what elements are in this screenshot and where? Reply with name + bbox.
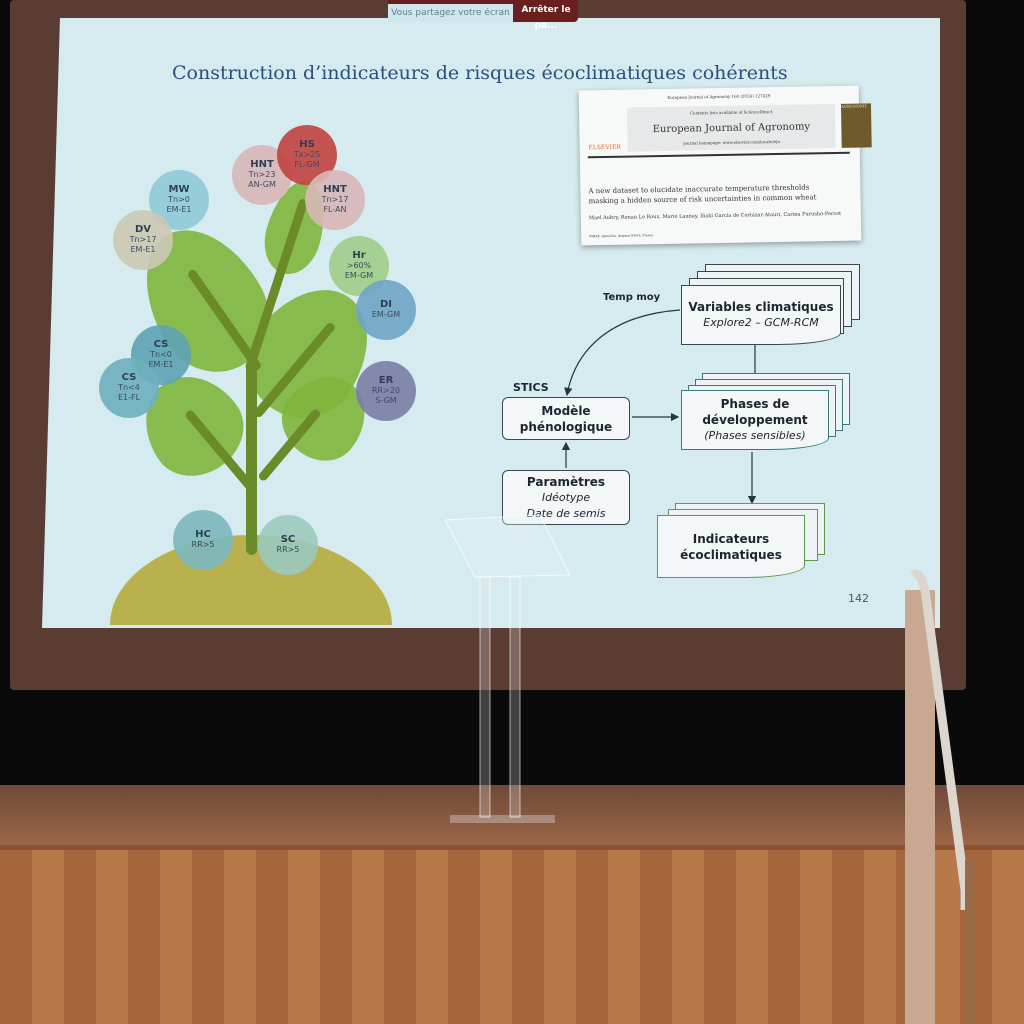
box-subtitle: Explore2 – GCM-RCM (703, 316, 819, 329)
stics-label: STICS (513, 381, 549, 394)
bubble-l2: E1-FL (117, 393, 141, 402)
bubble-code: SC (280, 534, 296, 545)
indicateurs-ecoclimatiques-box: Indicateurs écoclimatiques (657, 515, 805, 578)
bubble-l1: Tn>23 (248, 170, 276, 179)
share-message: Vous partagez votre écran (388, 4, 513, 22)
slide-title: Construction d’indicateurs de risques éc… (172, 62, 788, 84)
box-subtitle: (Phases sensibles) (704, 429, 806, 442)
bubble-code: CS (153, 339, 169, 350)
bubble-code: DV (134, 224, 152, 235)
bubble-l2: FL-GM (294, 160, 320, 169)
bubble-l1: Tn>17 (321, 195, 349, 204)
box-line: Modèle (541, 403, 591, 418)
stop-sharing-button[interactable]: Arrêter le pa... (521, 5, 571, 31)
bubble-code: ER (378, 375, 394, 386)
modele-phenologique-box: Modèle phénologique (502, 397, 630, 440)
box-line: Phases de (720, 397, 790, 411)
phases-developpement-box: Phases de développement (Phases sensible… (681, 390, 829, 450)
box-line: Idéotype (541, 490, 591, 504)
bubble-l1: >60% (346, 261, 372, 270)
bubble-code: HC (195, 529, 211, 540)
bubble-code: Hr (352, 250, 366, 261)
temp-moy-label: Temp moy (603, 292, 661, 303)
bubble-code: DI (379, 299, 393, 310)
bubble-l2: EM-GM (344, 271, 374, 280)
bubble-code: HS (299, 139, 315, 150)
stage-front-panel (0, 850, 1024, 1024)
stem (246, 360, 257, 555)
bubble-l1: RR>5 (276, 545, 300, 554)
bubble-l1: RR>5 (191, 540, 215, 549)
box-line: Indicateurs (692, 531, 770, 546)
box-line: développement (702, 413, 808, 427)
bubble-l1: EM-GM (371, 310, 401, 319)
bubble-code: HNT (323, 184, 347, 195)
bubble-code: MW (168, 184, 190, 195)
bubble-l1: Tn>0 (168, 195, 190, 204)
bubble-l2: EM-E1 (130, 245, 156, 254)
box-line: phénologique (519, 419, 613, 434)
stair-railing (905, 570, 975, 1024)
bubble-l1: Tn<4 (118, 383, 140, 392)
bubble-l2: EM-E1 (166, 205, 192, 214)
box-line: Date de semis (526, 506, 606, 520)
box-title: Paramètres (526, 474, 606, 489)
box-title: Variables climatiques (688, 300, 834, 314)
bubble-code: CS (121, 372, 137, 383)
box-line: écoclimatiques (680, 547, 782, 562)
slide-page-number: 142 (848, 592, 869, 605)
arrow-temp (564, 309, 681, 397)
parametres-box: Paramètres Idéotype Date de semis (502, 470, 630, 525)
variables-climatiques-box: Variables climatiques Explore2 – GCM-RCM (681, 285, 841, 345)
bubble-l1: RR>20 (372, 386, 400, 395)
bubble-l2: S-GM (375, 396, 397, 405)
bubble-l1: Tn<0 (150, 350, 172, 359)
bubble-code: HNT (250, 159, 274, 170)
screen-share-bar: Vous partagez votre écran Arrêter le pa.… (388, 0, 578, 31)
bubble-l2: EM-E1 (148, 360, 174, 369)
bubble-l1: Tn>17 (129, 235, 157, 244)
bubble-l1: Tx>25 (293, 150, 321, 159)
bubble-l2: AN-GM (248, 180, 276, 189)
lectern (445, 515, 570, 823)
bubble-l2: FL-AN (323, 205, 347, 214)
